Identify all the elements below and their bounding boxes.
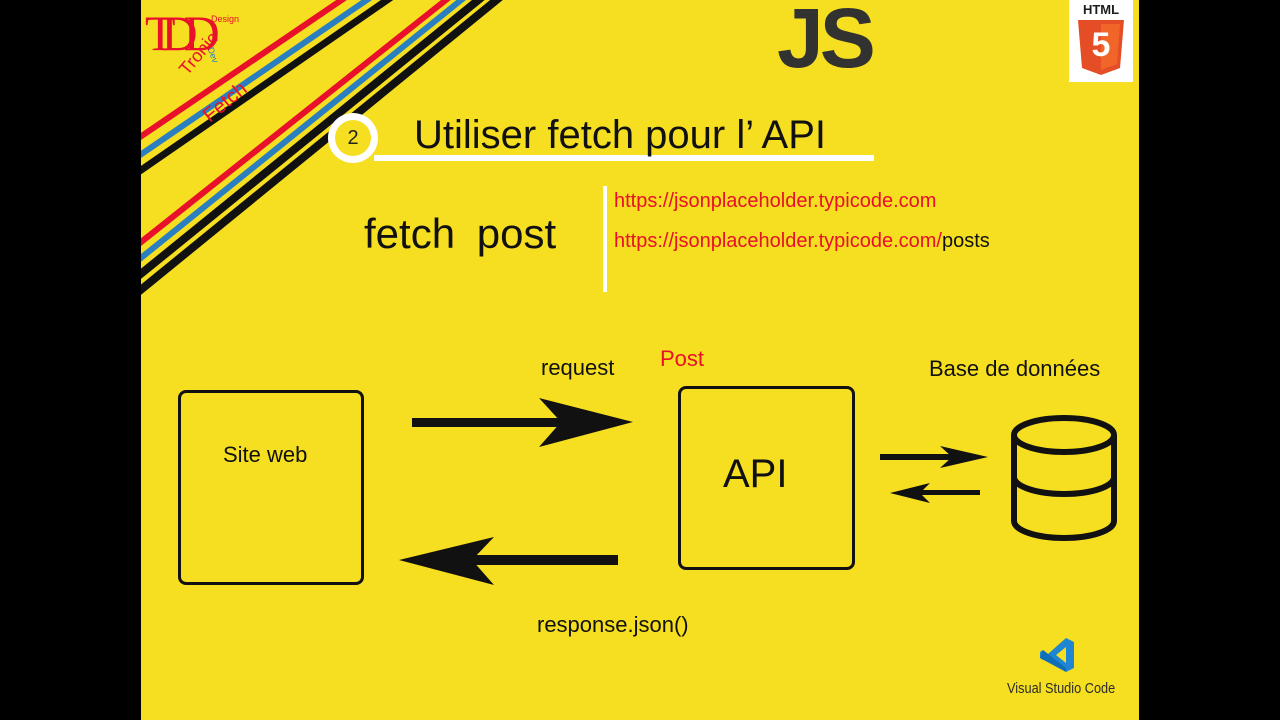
api-box — [678, 386, 855, 570]
html5-logo-number: 5 — [1091, 26, 1111, 64]
database-icon — [1011, 415, 1117, 541]
step-number: 2 — [347, 126, 359, 149]
url-posts-prefix: https://jsonplaceholder.typicode.com/ — [614, 230, 942, 252]
page-title: Utiliser fetch pour l’ API — [414, 113, 827, 157]
request-arrow — [412, 398, 633, 447]
brand-logo-design: Design — [211, 14, 240, 24]
html5-logo: HTML 5 — [1069, 0, 1133, 82]
response-arrow — [399, 537, 618, 585]
slide: TDD Design Dev Tronic Fetch JS HTML 5 2 … — [141, 0, 1139, 720]
url-posts-suffix: posts — [941, 230, 990, 252]
html5-shield-icon — [1078, 20, 1124, 75]
db-to-api-arrow — [890, 483, 980, 503]
url-base: https://jsonplaceholder.typicode.com — [614, 190, 937, 212]
brand-logo: TDD Design Dev Tronic — [141, 0, 251, 110]
api-to-db-arrow — [880, 446, 988, 468]
request-label: request — [541, 355, 615, 380]
divider — [603, 186, 607, 292]
decorative-stripes — [141, 0, 503, 295]
html5-logo-label: HTML — [1082, 2, 1120, 17]
method-label: fetch post — [364, 210, 557, 257]
site-web-label: Site web — [223, 442, 308, 467]
post-method-label: Post — [660, 346, 705, 371]
js-logo: JS — [777, 0, 876, 85]
title-underline — [374, 155, 874, 161]
step-badge: 2 — [328, 113, 378, 163]
site-web-box — [178, 390, 364, 585]
vscode-label: Visual Studio Code — [1007, 680, 1116, 697]
response-label: response.json() — [537, 612, 689, 637]
api-label: API — [723, 452, 788, 496]
database-label: Base de données — [929, 356, 1101, 381]
vscode-icon — [1040, 638, 1074, 672]
url-posts: https://jsonplaceholder.typicode.com/pos… — [614, 230, 990, 253]
